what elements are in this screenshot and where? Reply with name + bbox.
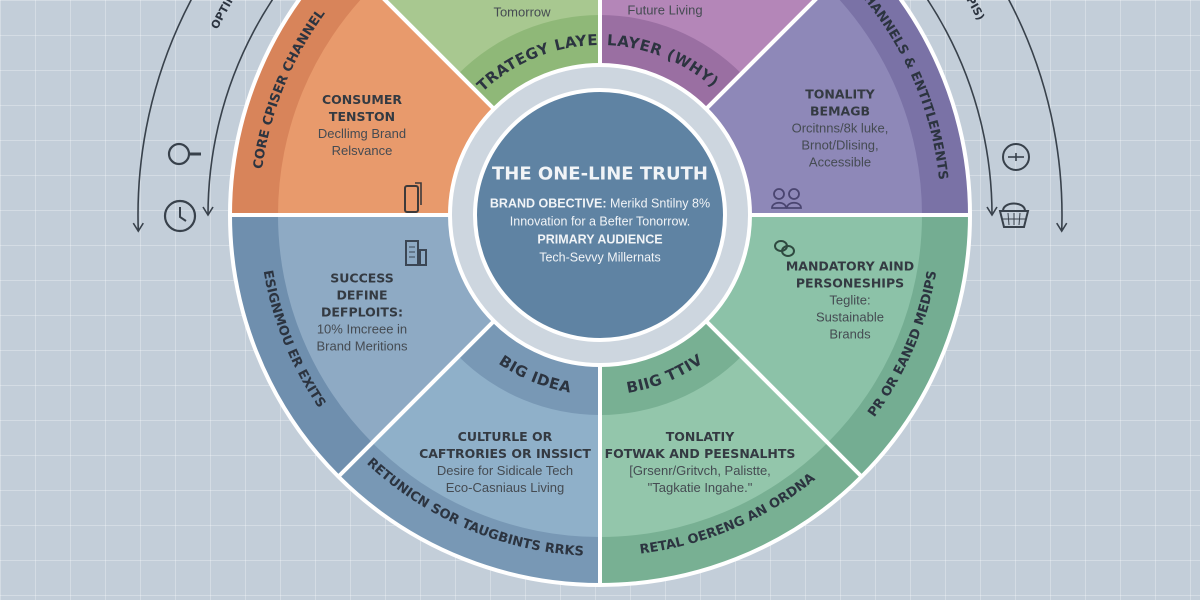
block-body: Accessible xyxy=(808,154,872,170)
left-cycle-outer-arrow xyxy=(137,0,193,232)
link-icon xyxy=(774,240,795,257)
building-chart-icon xyxy=(405,240,427,266)
block-body: Decllimg Brand xyxy=(317,126,407,141)
purple-top-block: Future Living xyxy=(565,2,765,19)
block-title: FOTWAK AND PEESNALHTS xyxy=(604,446,796,461)
block-title: MANDATORY AIND xyxy=(785,258,915,274)
outer-band-left-lower xyxy=(230,215,373,477)
magnifier-icon xyxy=(167,142,201,166)
wheel-outline xyxy=(228,0,972,587)
block-title: CULTURLE OR xyxy=(457,429,553,444)
outer-band-bottom-left xyxy=(338,442,600,585)
inner-band-bottom-right xyxy=(600,321,742,415)
left-cycle-outer-arrow-head xyxy=(132,222,144,233)
audience-label: PRIMARY AUDIENCE xyxy=(537,232,663,247)
block-title: DEFPLOITS: xyxy=(321,304,403,320)
block-title: SUCCESS xyxy=(330,270,394,286)
sector-divider xyxy=(382,0,496,111)
core-circle xyxy=(473,88,727,342)
block-body: "Tagkatie Ingahe." xyxy=(647,480,753,495)
left-cycle-inner-arrow xyxy=(207,0,274,216)
people-icon xyxy=(771,188,802,209)
outer-band-right-lower xyxy=(827,215,970,477)
right-cycle-outer-arrow-head xyxy=(1056,222,1068,233)
one-line-truth: THE ONE-LINE TRUTH BRAND OBECTIVE: Merik… xyxy=(480,164,720,267)
outer-band-bottom-right xyxy=(600,442,862,585)
block-body: Teglite: xyxy=(829,292,871,308)
consumer-tension-block: CONSUMER TENSTON Decllimg Brand Relsvanc… xyxy=(262,91,462,159)
success-block: SUCCESS DEFINE DEFPLOITS: 10% Imcreee in… xyxy=(262,270,462,355)
block-title: DEFINE xyxy=(336,287,388,303)
block-title: PERSONESHIPS xyxy=(795,275,905,291)
inner-band-purple-top xyxy=(600,15,742,109)
block-body: Orcitnns/8k luke, xyxy=(791,120,889,136)
left-cycle-inner-arrow-head xyxy=(202,206,214,217)
tonality-block: TONALITY BEMAGB Orcitnns/8k luke, Brnot/… xyxy=(740,86,940,171)
objective-line: Innovation for a Befter Tonorrow. xyxy=(509,214,691,229)
green-top-text: Tomorrow xyxy=(493,4,551,20)
sector-divider xyxy=(704,0,818,111)
block-body: 10% Imcreee in xyxy=(316,321,408,337)
block-body: Desire for Sidicale Tech xyxy=(436,463,574,478)
basket-icon xyxy=(998,202,1030,228)
gauge-icon xyxy=(1002,143,1030,171)
purple-top-text: Future Living xyxy=(627,2,703,18)
block-body: Brnot/Dlising, xyxy=(801,137,879,153)
core-title: THE ONE-LINE TRUTH xyxy=(492,163,708,185)
block-title: TONALITY xyxy=(805,86,875,102)
block-body: Brand Meritions xyxy=(316,338,408,354)
block-body: Sustainable xyxy=(816,309,884,325)
inner-band-green-top xyxy=(458,15,600,109)
block-body: [Grsenr/Gritvch, Palistte, xyxy=(629,463,771,478)
mandatory-block: MANDATORY AIND PERSONESHIPS Teglite: Sus… xyxy=(750,258,950,343)
right-cycle-inner-arrow xyxy=(926,0,993,216)
outer-band-violet-right xyxy=(839,0,970,215)
tonlatiy-block: TONLATIY FOTWAK AND PEESNALHTS [Grsenr/G… xyxy=(580,428,820,496)
block-body: Eco-Casniaus Living xyxy=(445,480,565,495)
objective-label: BRAND OBECTIVE: xyxy=(489,196,607,211)
clock-icon xyxy=(163,199,197,233)
block-body: Relsvance xyxy=(331,143,393,158)
block-title: TENSTON xyxy=(328,109,396,124)
sector-divider xyxy=(704,319,864,479)
right-cycle-inner-arrow-head xyxy=(986,206,998,217)
inner-band-bottom-left xyxy=(458,321,600,415)
sector-divider xyxy=(336,319,496,479)
audience-value: Tech-Sevvy Millernats xyxy=(539,250,661,265)
green-top-block: Tomorrow xyxy=(422,4,622,21)
block-title: CONSUMER xyxy=(321,92,403,107)
culture-block: CULTURLE OR CAFTRORIES OR INSSICT Desire… xyxy=(385,428,625,496)
block-title: BEMAGB xyxy=(810,103,870,119)
block-body: Brands xyxy=(829,326,871,342)
block-title: CAFTRORIES OR INSSICT xyxy=(419,446,591,461)
right-cycle-outer-arrow xyxy=(1007,0,1063,232)
objective-value: Merikd Sntilny 8% xyxy=(610,196,711,211)
block-title: TONLATIY xyxy=(665,429,735,444)
mobile-device-icon xyxy=(404,182,422,213)
outer-band-orange-left xyxy=(230,0,361,215)
